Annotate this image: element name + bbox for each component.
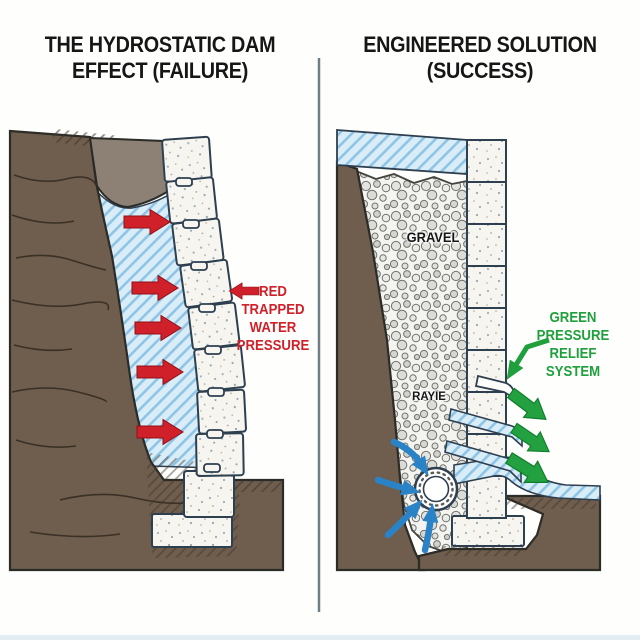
left-panel-title: THE HYDROSTATIC DAM EFFECT (FAILURE)	[16, 32, 304, 84]
pressure-relief-system-label: GREEN PRESSURE RELIEF SYSTEM	[531, 309, 615, 381]
label-pointer-arrow-icon	[506, 337, 550, 380]
left-title-line2: EFFECT (FAILURE)	[71, 58, 249, 83]
flow-arrow-icon	[390, 438, 429, 476]
engineered-block-wall	[451, 139, 525, 547]
right-soil-wedge	[335, 160, 426, 572]
left-title-line1: THE HYDROSTATIC DAM	[44, 32, 276, 57]
label-line: GREEN	[549, 309, 597, 326]
right-panel-success-diagram	[335, 129, 602, 572]
bottom-edge-tint	[0, 635, 640, 640]
label-line: RELIEF	[549, 345, 597, 362]
label-line: PRESSURE	[536, 327, 610, 344]
wall-footing	[151, 513, 233, 548]
label-line: WATER	[249, 319, 297, 336]
label-line: SYSTEM	[545, 363, 601, 380]
left-panel-failure-diagram	[8, 129, 285, 572]
failing-block-wall	[151, 135, 247, 548]
blue-flow-arrows	[374, 438, 439, 554]
surface-water-band	[336, 129, 468, 175]
green-relief-arrows	[501, 337, 557, 494]
right-title-line2: (SUCCESS)	[426, 58, 534, 83]
label-line: TRAPPED	[241, 301, 305, 318]
right-panel-title: ENGINEERED SOLUTION (SUCCESS)	[336, 32, 624, 84]
gray-backfill-cap	[88, 136, 172, 209]
drain-gravel-label: RAYIE	[412, 389, 446, 403]
soil-hatch-strip	[441, 546, 523, 556]
gravel-label: GRAVEL	[406, 229, 460, 245]
block-connector-tabs	[175, 177, 225, 473]
right-title-line1: ENGINEERED SOLUTION	[363, 32, 597, 57]
flow-arrow-icon	[384, 499, 423, 539]
soil-hatch-strip	[507, 498, 596, 509]
wall-footing	[451, 515, 525, 547]
flow-arrow-icon	[421, 503, 439, 554]
label-line: PRESSURE	[236, 337, 310, 354]
perforated-drain-pipe-icon	[413, 466, 459, 512]
flow-arrow-icon	[374, 476, 421, 496]
ground-hatch	[226, 481, 281, 492]
label-line: RED	[259, 283, 287, 300]
trapped-water-pressure-label: RED TRAPPED WATER PRESSURE	[232, 283, 315, 355]
